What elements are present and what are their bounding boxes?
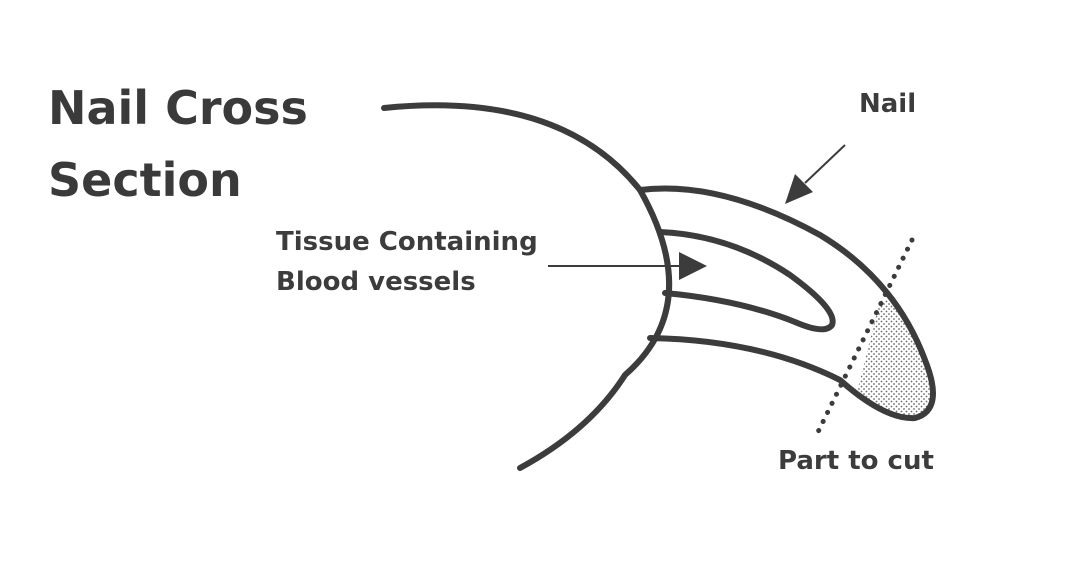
- quick-tissue-outline: [657, 229, 836, 333]
- toe-outline-arc: [381, 102, 673, 471]
- nail-label: Nail: [859, 89, 917, 119]
- tissue-label: Tissue Containing Blood vessels: [276, 222, 538, 302]
- diagram-title: Nail Cross Section: [48, 72, 308, 216]
- tissue-label-line-1: Tissue Containing: [276, 227, 538, 257]
- nail-outline: [637, 185, 936, 422]
- title-line-1: Nail Cross: [48, 81, 308, 135]
- title-line-2: Section: [48, 153, 242, 207]
- nail-arrow-line: [804, 144, 846, 184]
- tissue-arrow-head: [679, 252, 707, 280]
- nail-arrow-head: [785, 174, 813, 204]
- tissue-label-line-2: Blood vessels: [276, 267, 476, 297]
- part-to-cut-label: Part to cut: [778, 446, 934, 476]
